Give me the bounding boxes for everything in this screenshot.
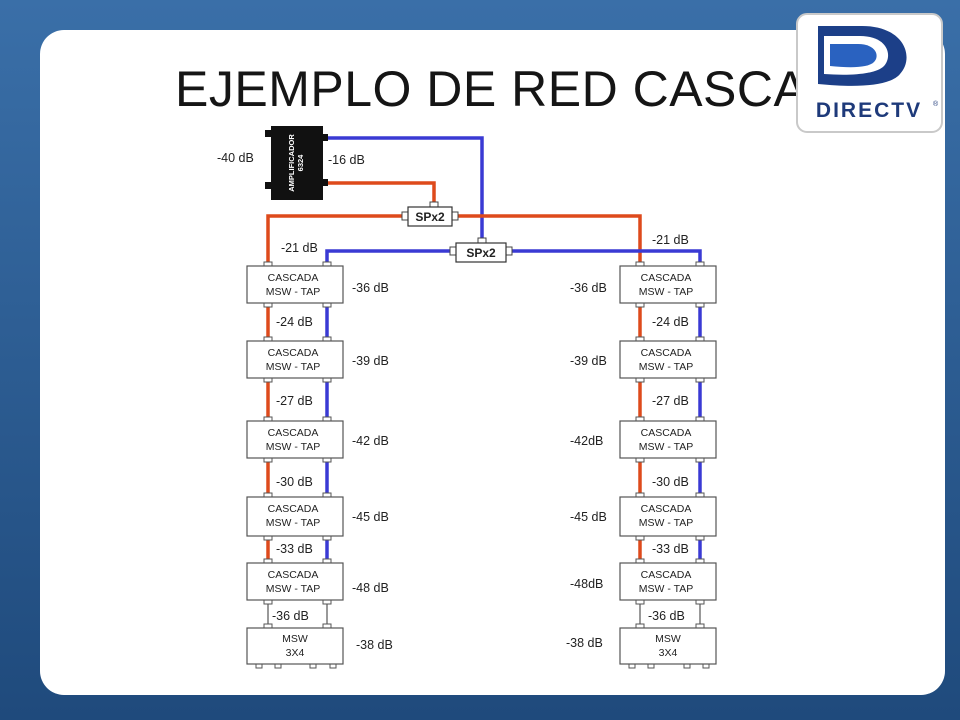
right-tap-1-line2: MSW - TAP bbox=[639, 286, 693, 298]
left-tap-1-line1: CASCADA bbox=[268, 272, 319, 284]
level-left-chain-2: -24 dB bbox=[276, 315, 313, 329]
level-right-side-4: -45 dB bbox=[570, 510, 607, 524]
red-cable-amp bbox=[322, 181, 436, 207]
left-tap-2-line2: MSW - TAP bbox=[266, 361, 320, 373]
red-cable-left-feed bbox=[266, 214, 408, 266]
level-left-side-3: -42 dB bbox=[352, 434, 389, 448]
right-tap-5-line1: CASCADA bbox=[641, 569, 692, 581]
cable-layer bbox=[266, 136, 702, 563]
right-tap-4: CASCADA MSW - TAP bbox=[619, 492, 717, 541]
right-msw-line2: 3X4 bbox=[659, 647, 678, 659]
right-tap-3: CASCADA MSW - TAP bbox=[619, 416, 717, 463]
logo-registered-mark: ® bbox=[933, 100, 939, 108]
left-tap-3-line1: CASCADA bbox=[268, 427, 319, 439]
level-amp-output: -16 dB bbox=[328, 153, 365, 167]
level-right-side-6: -38 dB bbox=[566, 636, 603, 650]
level-left-chain-6: -36 dB bbox=[272, 609, 309, 623]
level-left-side-4: -45 dB bbox=[352, 510, 389, 524]
right-tap-5: CASCADA MSW - TAP bbox=[619, 558, 717, 605]
left-tap-2: CASCADA MSW - TAP bbox=[246, 336, 344, 383]
level-left-side-2: -39 dB bbox=[352, 354, 389, 368]
right-tap-4-line1: CASCADA bbox=[641, 503, 692, 515]
directv-swoosh-icon bbox=[818, 26, 907, 86]
level-right-side-3: -42dB bbox=[570, 434, 603, 448]
directv-logo: DIRECTV ® bbox=[796, 13, 943, 133]
left-tap-1: CASCADA MSW - TAP bbox=[246, 261, 344, 308]
right-tap-2-line2: MSW - TAP bbox=[639, 361, 693, 373]
level-right-chain-1: -21 dB bbox=[652, 233, 689, 247]
level-amp-input: -40 dB bbox=[217, 151, 254, 165]
splitter-upper-label: SPx2 bbox=[415, 210, 445, 224]
right-tap-1: CASCADA MSW - TAP bbox=[619, 261, 717, 308]
level-left-chain-4: -30 dB bbox=[276, 475, 313, 489]
msw-thin-cables bbox=[267, 600, 701, 628]
slide-title: EJEMPLO DE RED CASCADA bbox=[175, 61, 878, 117]
level-left-side-6: -38 dB bbox=[356, 638, 393, 652]
left-msw-line1: MSW bbox=[282, 633, 308, 645]
left-tap-1-line2: MSW - TAP bbox=[266, 286, 320, 298]
left-tap-4-line1: CASCADA bbox=[268, 503, 319, 515]
splitter-lower-label: SPx2 bbox=[466, 246, 496, 260]
level-left-chain-5: -33 dB bbox=[276, 542, 313, 556]
left-tap-5: CASCADA MSW - TAP bbox=[246, 558, 344, 605]
splitter-lower: SPx2 bbox=[449, 237, 513, 263]
slide-panel bbox=[40, 30, 945, 695]
level-right-side-2: -39 dB bbox=[570, 354, 607, 368]
left-msw: MSW 3X4 bbox=[246, 623, 344, 669]
level-right-chain-3: -27 dB bbox=[652, 394, 689, 408]
right-tap-3-line1: CASCADA bbox=[641, 427, 692, 439]
level-right-side-5: -48dB bbox=[570, 577, 603, 591]
right-tap-2: CASCADA MSW - TAP bbox=[619, 336, 717, 383]
splitter-upper: SPx2 bbox=[401, 201, 459, 227]
level-right-chain-4: -30 dB bbox=[652, 475, 689, 489]
left-tap-2-line1: CASCADA bbox=[268, 347, 319, 359]
right-tap-1-line1: CASCADA bbox=[641, 272, 692, 284]
level-labels: -40 dB -16 dB -21 dB -24 dB -27 dB -30 d… bbox=[217, 151, 689, 652]
right-tap-3-line2: MSW - TAP bbox=[639, 441, 693, 453]
left-tap-4: CASCADA MSW - TAP bbox=[246, 492, 344, 541]
level-right-chain-6: -36 dB bbox=[648, 609, 685, 623]
blue-cable-left-feed bbox=[325, 249, 456, 266]
blue-cable-right-feed bbox=[508, 249, 702, 266]
level-right-chain-5: -33 dB bbox=[652, 542, 689, 556]
left-tap-3-line2: MSW - TAP bbox=[266, 441, 320, 453]
left-tap-5-line1: CASCADA bbox=[268, 569, 319, 581]
level-left-side-5: -48 dB bbox=[352, 581, 389, 595]
left-msw-line2: 3X4 bbox=[286, 647, 305, 659]
blue-cable-amp bbox=[322, 136, 484, 245]
right-tap-5-line2: MSW - TAP bbox=[639, 583, 693, 595]
amplifier-6324: AMPLIFICADOR 6324 bbox=[265, 126, 328, 200]
left-tap-5-line2: MSW - TAP bbox=[266, 583, 320, 595]
left-tap-3: CASCADA MSW - TAP bbox=[246, 416, 344, 463]
level-right-side-1: -36 dB bbox=[570, 281, 607, 295]
logo-wordmark: DIRECTV bbox=[816, 99, 922, 122]
amplifier-model: 6324 bbox=[296, 154, 305, 172]
right-msw-line1: MSW bbox=[655, 633, 681, 645]
amplifier-label: AMPLIFICADOR bbox=[287, 134, 296, 192]
level-left-chain-1: -21 dB bbox=[281, 241, 318, 255]
right-tap-2-line1: CASCADA bbox=[641, 347, 692, 359]
right-tap-4-line2: MSW - TAP bbox=[639, 517, 693, 529]
left-tap-4-line2: MSW - TAP bbox=[266, 517, 320, 529]
right-msw: MSW 3X4 bbox=[619, 623, 717, 669]
level-left-side-1: -36 dB bbox=[352, 281, 389, 295]
level-right-chain-2: -24 dB bbox=[652, 315, 689, 329]
level-left-chain-3: -27 dB bbox=[276, 394, 313, 408]
